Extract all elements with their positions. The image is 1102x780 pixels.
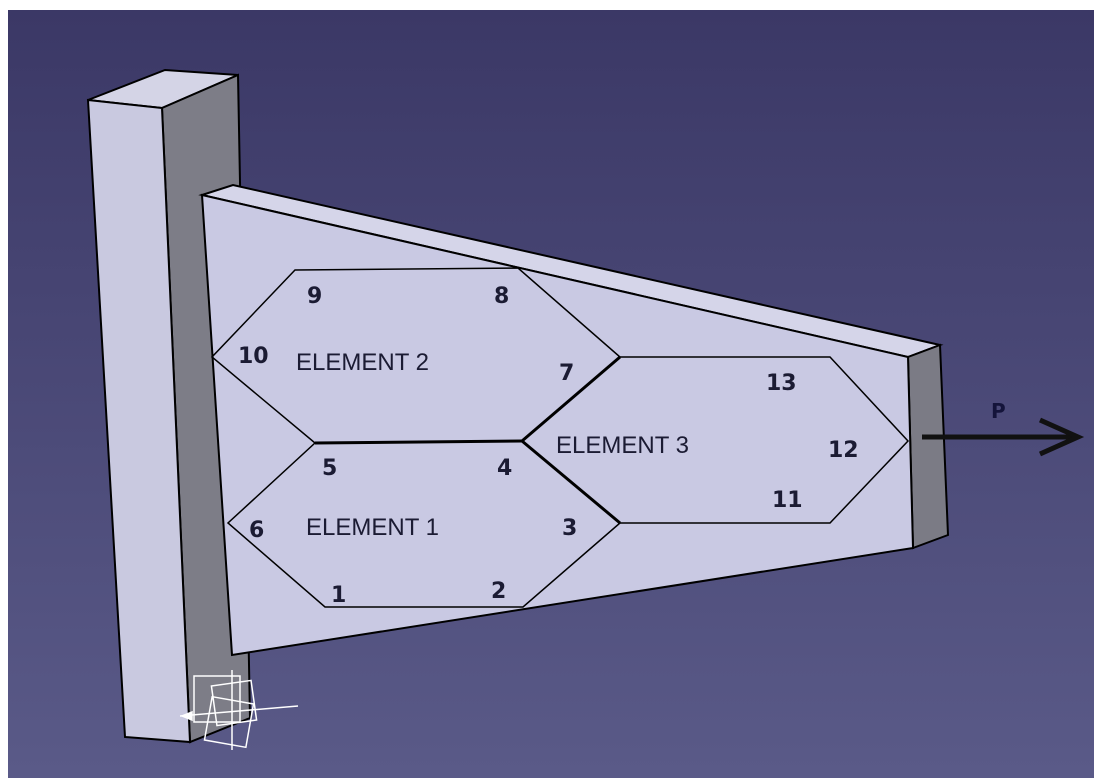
node-label-12: 12 [828,438,859,463]
column-front-face [86,98,192,744]
load-label: P [991,399,1006,423]
node-label-4: 4 [497,456,512,481]
node-label-8: 8 [494,284,509,309]
arrow-head-icon [1038,417,1085,457]
node-label-5: 5 [322,456,337,481]
element-2-label: ELEMENT 2 [296,349,429,376]
node-label-13: 13 [766,371,797,396]
node-label-9: 9 [307,284,322,309]
node-label-6: 6 [249,518,264,543]
load-arrow: P [922,399,1085,457]
shared-edge-4-7 [521,355,621,443]
shared-edge-4-5 [314,439,523,445]
tapered-plate [198,183,950,657]
node-labels: 9 8 10 7 13 12 5 4 11 6 3 1 2 [238,284,859,608]
node-label-7: 7 [559,361,574,386]
mesh-elements [210,267,910,608]
node-label-11: 11 [772,488,803,513]
element-1-label: ELEMENT 1 [306,514,439,541]
axis-triad-icon [179,670,299,750]
shared-edge-3-4 [521,439,621,525]
node-label-2: 2 [491,579,506,604]
node-label-3: 3 [562,516,577,541]
node-label-10: 10 [238,344,269,369]
plate-side-face [906,343,950,550]
node-label-1: 1 [331,583,346,608]
element-3-label: ELEMENT 3 [556,432,689,459]
plate-front-face [200,193,915,657]
